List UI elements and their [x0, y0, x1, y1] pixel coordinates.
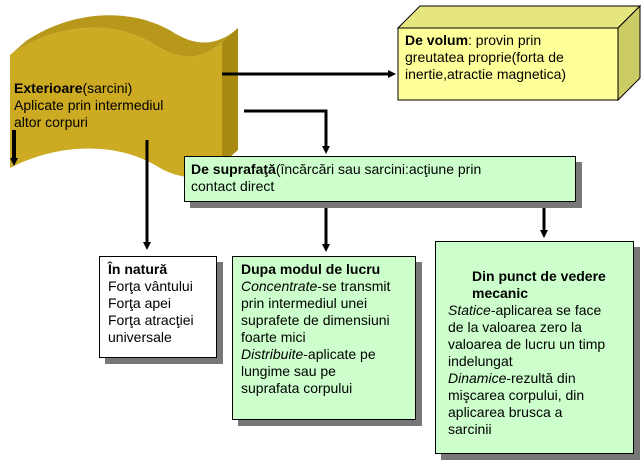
exterioare-label: Exterioare(sarcini) Aplicate prin interm… — [14, 80, 163, 131]
volum-title: De volum — [405, 32, 469, 48]
suprafata-box: De suprafaţă(încărcări sau sarcini:acţiu… — [184, 156, 576, 202]
exterioare-title: Exterioare — [14, 80, 83, 96]
statice-text4: indelungat — [448, 353, 513, 369]
distribuite-label: Distribuite — [241, 346, 304, 362]
distribuite-text1: -aplicate pe — [303, 346, 376, 362]
dinamice-label: Dinamice — [448, 370, 507, 386]
distribuite-text3: suprafata corpului — [241, 380, 353, 396]
exterioare-title-suffix: (sarcini) — [82, 80, 133, 96]
concentrate-label: Concentrate — [241, 278, 318, 294]
wave-side-face — [222, 28, 238, 164]
volum-text2: greutatea proprie(forta de — [405, 49, 564, 65]
modul-lucru-title: Dupa modul de lucru — [241, 261, 381, 277]
concentrate-text2: prin intermediul unei — [241, 295, 368, 311]
natura-box: În natură Forţa vântului Forţa apei Forţ… — [99, 256, 217, 358]
natura-item-3: Forţa atracţiei — [108, 312, 194, 328]
mecanic-box: Din punct de vedere mecanic Statice-apli… — [435, 241, 634, 454]
arrow-to-suprafata — [244, 109, 330, 154]
statice-text3: valoarea de lucru un timp — [448, 336, 606, 352]
wave-top-face — [10, 15, 238, 57]
volum-front-face — [397, 27, 619, 101]
natura-title: În natură — [108, 261, 168, 277]
mecanic-title2: mecanic — [472, 285, 529, 301]
modul-lucru-box: Dupa modul de lucru Concentrate-se trans… — [232, 256, 416, 420]
dinamice-text2: mişcarea corpului, din — [448, 387, 585, 403]
volum-text3: inertie,atractie magnetica) — [405, 66, 567, 82]
volum-top-face — [396, 5, 642, 29]
statice-text1: -aplicarea se face — [490, 302, 602, 318]
natura-item-1: Forţa vântului — [108, 278, 193, 294]
exterioare-wave-shape — [10, 15, 238, 177]
volum-box-text: De volum: provin prin greutatea proprie(… — [405, 32, 615, 83]
mecanic-title1: Din punct de vedere — [472, 268, 606, 284]
statice-label: Statice — [448, 302, 491, 318]
exterioare-line2: altor corpuri — [14, 114, 88, 130]
concentrate-text4: foarte mici — [241, 329, 306, 345]
concentrate-text1: -se transmit — [317, 278, 391, 294]
dinamice-text1: -rezultă din — [506, 370, 576, 386]
distribuite-text2: lungime sau pe — [241, 363, 336, 379]
volum-box-3d — [396, 4, 642, 102]
dinamice-text4: sarcinii — [448, 421, 492, 437]
suprafata-text1: (încărcări sau sarcini:acţiune prin — [275, 161, 482, 177]
natura-item-4: universale — [108, 329, 172, 345]
concentrate-text3: suprafete de dimensiuni — [241, 312, 390, 328]
suprafata-text2: contact direct — [191, 178, 275, 194]
statice-text2: de la valoarea zero la — [448, 319, 582, 335]
natura-item-2: Forţa apei — [108, 295, 172, 311]
suprafata-title: De suprafaţă — [191, 161, 276, 177]
volum-text1: : provin prin — [468, 32, 542, 48]
exterioare-line1: Aplicate prin intermediul — [14, 97, 164, 113]
dinamice-text3: aplicarea brusca a — [448, 404, 563, 420]
wave-front-face — [10, 27, 222, 177]
